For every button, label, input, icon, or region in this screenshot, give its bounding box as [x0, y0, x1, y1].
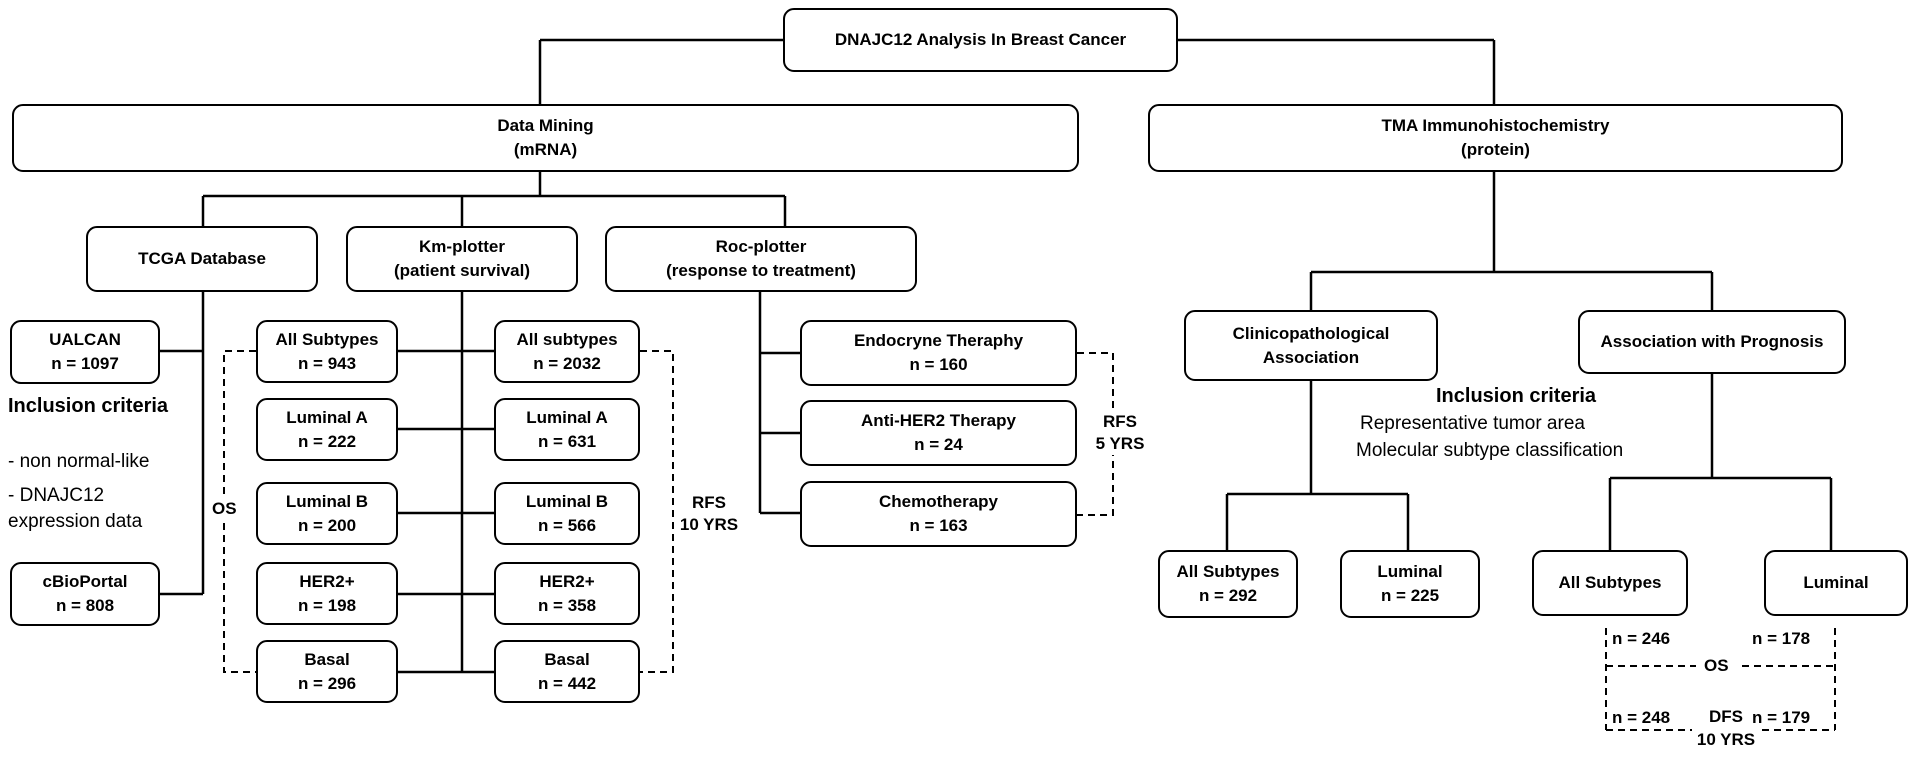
km-rfs-luminal-b: Luminal B n = 566 — [494, 482, 640, 545]
km-os-count: n = 296 — [297, 673, 357, 693]
clinicopathological-node: Clinicopathological Association — [1184, 310, 1438, 381]
tcga-inclusion-item-1: - non normal-like — [8, 451, 150, 472]
clin-luminal: Luminal n = 225 — [1340, 550, 1480, 618]
data-mining-title: Data Mining — [497, 116, 594, 135]
tcga-inclusion-title: Inclusion criteria — [8, 395, 169, 417]
prog-all-label: All Subtypes — [1558, 573, 1662, 592]
prog-all-subtypes: All Subtypes — [1532, 550, 1688, 616]
prog-all-os-count: n = 246 — [1612, 629, 1671, 648]
km-rfs-luminal-a: Luminal A n = 631 — [494, 398, 640, 461]
km-rfs-count: n = 2032 — [533, 353, 601, 373]
clinicopathological-subtitle: Association — [1262, 347, 1360, 367]
km-os-count: n = 222 — [297, 431, 357, 451]
prog-dfs-years: 10 YRS — [1692, 729, 1760, 751]
km-os-luminal-a: Luminal A n = 222 — [256, 398, 398, 461]
km-os-basal: Basal n = 296 — [256, 640, 398, 703]
tma-node: TMA Immunohistochemistry (protein) — [1148, 104, 1843, 172]
ualcan-node: UALCAN n = 1097 — [10, 320, 160, 384]
prog-lum-os-count: n = 178 — [1752, 629, 1811, 648]
tma-inclusion-title: Inclusion criteria — [1436, 385, 1597, 407]
prog-luminal-label: Luminal — [1803, 573, 1869, 592]
roc-endocrine-therapy: Endocryne Theraphy n = 160 — [800, 320, 1077, 386]
roc-item-count: n = 160 — [909, 355, 968, 374]
km-rfs-count: n = 566 — [537, 515, 597, 535]
km-os-count: n = 200 — [297, 515, 357, 535]
prog-luminal: Luminal — [1764, 550, 1908, 616]
tma-inclusion-item-1: Representative tumor area — [1360, 413, 1585, 434]
rfs-10yrs-years: 10 YRS — [679, 515, 739, 534]
ualcan-count: n = 1097 — [51, 354, 119, 373]
cbioportal-node: cBioPortal n = 808 — [10, 562, 160, 626]
prog-dfs-label: DFS — [1709, 707, 1743, 726]
km-os-all-subtypes: All Subtypes n = 943 — [256, 320, 398, 383]
roc-plotter-subtitle: (response to treatment) — [666, 261, 856, 280]
km-os-luminal-b: Luminal B n = 200 — [256, 482, 398, 545]
km-os-label: Basal — [304, 649, 350, 669]
roc-plotter-node: Roc-plotter (response to treatment) — [605, 226, 917, 292]
km-os-count: n = 943 — [297, 353, 357, 373]
km-rfs-label: All subtypes — [516, 329, 618, 349]
tcga-database-node: TCGA Database — [86, 226, 318, 292]
km-plotter-node: Km-plotter (patient survival) — [346, 226, 578, 292]
km-rfs-label: HER2+ — [539, 571, 595, 591]
rfs-10yrs-label: RFS 10 YRS — [677, 492, 741, 536]
prognosis-label: Association with Prognosis — [1600, 332, 1824, 351]
km-os-her2: HER2+ n = 198 — [256, 562, 398, 625]
clin-all-label: All Subtypes — [1176, 562, 1280, 581]
km-rfs-basal: Basal n = 442 — [494, 640, 640, 703]
prog-all-dfs-count: n = 248 — [1612, 708, 1671, 727]
rfs-10yrs-title: RFS — [692, 493, 726, 512]
roc-item-count: n = 24 — [914, 435, 963, 454]
km-os-label: Luminal A — [286, 407, 368, 427]
km-rfs-label: Basal — [544, 649, 590, 669]
cbioportal-label: cBioPortal — [42, 572, 128, 591]
km-os-count: n = 198 — [297, 595, 357, 615]
ualcan-label: UALCAN — [49, 330, 121, 349]
km-rfs-count: n = 442 — [537, 673, 597, 693]
root-label: DNAJC12 Analysis In Breast Cancer — [834, 30, 1127, 49]
clin-luminal-count: n = 225 — [1380, 586, 1440, 605]
roc-item-label: Endocryne Theraphy — [853, 331, 1024, 350]
km-os-label: All Subtypes — [275, 329, 379, 349]
km-rfs-all-subtypes: All subtypes n = 2032 — [494, 320, 640, 383]
km-os-label: HER2+ — [299, 571, 355, 591]
prog-lum-dfs-count: n = 179 — [1752, 708, 1811, 727]
rfs-5yrs-label: RFS 5 YRS — [1095, 411, 1145, 455]
km-rfs-her2: HER2+ n = 358 — [494, 562, 640, 625]
tcga-label: TCGA Database — [138, 249, 266, 268]
km-plotter-title: Km-plotter — [419, 237, 505, 256]
tma-subtitle: (protein) — [1461, 140, 1530, 159]
km-rfs-count: n = 631 — [537, 431, 597, 451]
rfs-5yrs-years: 5 YRS — [1095, 434, 1145, 453]
clin-all-subtypes: All Subtypes n = 292 — [1158, 550, 1298, 618]
clinicopathological-title: Clinicopathological — [1232, 323, 1390, 343]
clin-luminal-label: Luminal — [1377, 562, 1443, 581]
cbioportal-count: n = 808 — [55, 596, 115, 615]
km-rfs-label: Luminal B — [525, 491, 609, 511]
roc-item-count: n = 163 — [909, 516, 968, 535]
km-rfs-count: n = 358 — [537, 595, 597, 615]
tcga-inclusion-item-2: - DNAJC12 — [8, 485, 105, 506]
prognosis-node: Association with Prognosis — [1578, 310, 1846, 374]
roc-item-label: Chemotherapy — [878, 492, 999, 511]
km-rfs-label: Luminal A — [526, 407, 608, 427]
clin-all-count: n = 292 — [1198, 586, 1258, 605]
roc-anti-her2-therapy: Anti-HER2 Therapy n = 24 — [800, 400, 1077, 466]
km-os-label: Luminal B — [285, 491, 369, 511]
tma-inclusion-item-2: Molecular subtype classification — [1356, 440, 1624, 461]
root-node: DNAJC12 Analysis In Breast Cancer — [783, 8, 1178, 72]
roc-chemotherapy: Chemotherapy n = 163 — [800, 481, 1077, 547]
data-mining-node: Data Mining (mRNA) — [12, 104, 1079, 172]
data-mining-subtitle: (mRNA) — [513, 140, 578, 159]
os-bracket-label: OS — [212, 498, 237, 520]
tcga-inclusion-item-2-cont: expression data — [8, 511, 143, 532]
tma-title: TMA Immunohistochemistry — [1381, 116, 1610, 135]
roc-item-label: Anti-HER2 Therapy — [861, 411, 1016, 430]
km-plotter-subtitle: (patient survival) — [393, 261, 531, 280]
rfs-5yrs-title: RFS — [1103, 412, 1137, 431]
prog-os-label: OS — [1704, 656, 1729, 675]
roc-plotter-title: Roc-plotter — [715, 237, 807, 256]
